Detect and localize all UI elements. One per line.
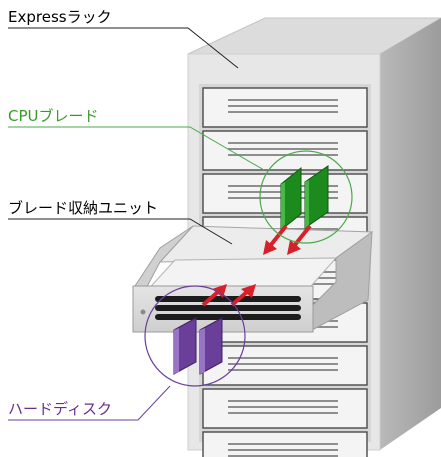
arrow-disk-2 (230, 284, 256, 307)
rack-side-face (380, 18, 441, 450)
rack-label: Expressラック (8, 8, 112, 26)
insert-arrows (201, 224, 312, 307)
blade-unit-label: ブレード収納ユニット (8, 199, 159, 217)
cpu-highlight-circle (259, 150, 353, 244)
rack-slots (202, 87, 368, 457)
hard-disk-label: ハードディスク (8, 400, 112, 418)
hard-disks (173, 317, 223, 375)
unit-leader-line (8, 218, 233, 245)
rack-leader-line (8, 27, 239, 69)
cpu-blade-label: CPUブレード (8, 107, 99, 125)
arrow-cpu-2 (287, 224, 312, 255)
disk-leader-line (8, 385, 171, 421)
rack-slot (202, 345, 368, 386)
arrow-cpu-1 (263, 224, 288, 255)
disk-highlight-circle (144, 285, 246, 387)
rack-slot (202, 431, 368, 457)
rack-slot (202, 87, 368, 128)
blade-unit-tray (132, 225, 374, 333)
rack-slot (202, 130, 368, 171)
cpu-blades (280, 165, 329, 232)
cpu-leader-line (8, 126, 265, 171)
rack-slot (202, 388, 368, 429)
